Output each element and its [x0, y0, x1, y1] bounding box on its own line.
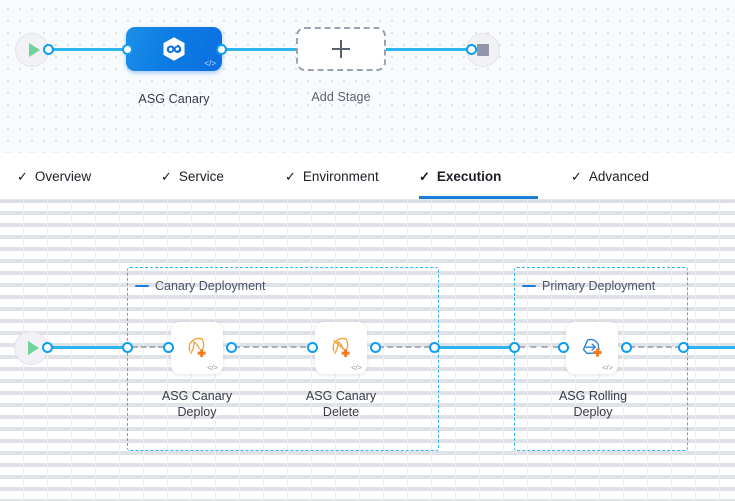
canary-group-output-port[interactable] — [429, 342, 440, 353]
step-3-input-port[interactable] — [558, 342, 569, 353]
step-label-line2: Deploy — [177, 405, 217, 419]
tab-execution-label: Execution — [436, 168, 502, 184]
step-1-input-port[interactable] — [163, 342, 174, 353]
check-icon: ✓ — [571, 168, 582, 184]
step-2-input-port[interactable] — [307, 342, 318, 353]
group-title-primary-deployment: Primary Deployment — [542, 279, 656, 293]
play-icon — [27, 341, 39, 355]
tab-overview-label: Overview — [34, 168, 92, 184]
stop-icon — [477, 44, 489, 56]
collapse-handle-icon[interactable] — [135, 284, 149, 288]
step-code-badge: </> — [351, 362, 362, 372]
step-code-badge: </> — [207, 362, 218, 372]
connector-start-to-stage — [48, 48, 130, 51]
asg-canary-deploy-icon — [188, 337, 206, 358]
step-label-line1: ASG Rolling — [558, 389, 628, 403]
check-icon: ✓ — [161, 168, 172, 184]
group-title-canary-deployment: Canary Deployment — [155, 279, 266, 293]
check-icon: ✓ — [285, 168, 296, 184]
step-code-badge: </> — [602, 362, 613, 372]
tab-environment-label: Environment — [302, 168, 379, 184]
step-label-line2: Deploy — [573, 405, 613, 419]
check-icon: ✓ — [419, 168, 430, 184]
asg-rolling-deploy-icon — [582, 338, 602, 357]
connector-add-to-end — [386, 48, 470, 51]
stage-output-port[interactable] — [216, 44, 227, 55]
tab-overview[interactable]: ✓ Overview — [17, 153, 109, 199]
add-stage-button[interactable] — [296, 27, 386, 71]
group-header-canary-deployment[interactable]: Canary Deployment — [135, 279, 265, 293]
step-label-asg-canary-deploy: ASG Canary Deploy — [137, 388, 257, 420]
stage-label-asg-canary: ASG Canary — [138, 92, 210, 106]
step-node-asg-canary-delete[interactable]: </> — [315, 322, 367, 374]
step-label-asg-canary-delete: ASG Canary Delete — [281, 388, 401, 420]
stage-node-asg-canary[interactable]: </> — [126, 27, 222, 71]
primary-group-input-port[interactable] — [509, 342, 520, 353]
step-1-output-port[interactable] — [226, 342, 237, 353]
step-label-line1: ASG Canary — [161, 389, 233, 403]
tab-service[interactable]: ✓ Service — [161, 153, 241, 199]
canary-group-input-port[interactable] — [122, 342, 133, 353]
step-label-asg-rolling-deploy: ASG Rolling Deploy — [533, 388, 653, 420]
step-node-asg-canary-deploy[interactable]: </> — [171, 322, 223, 374]
start-node-port[interactable] — [43, 44, 54, 55]
collapse-handle-icon[interactable] — [522, 284, 536, 288]
tab-environment[interactable]: ✓ Environment — [285, 153, 395, 199]
stage-input-port[interactable] — [122, 44, 133, 55]
connector-primary-group-outgoing — [683, 346, 735, 349]
step-3-output-port[interactable] — [621, 342, 632, 353]
asg-canary-delete-icon — [332, 337, 350, 358]
execution-canvas[interactable]: Canary Deployment </> — [0, 199, 735, 501]
step-2-output-port[interactable] — [370, 342, 381, 353]
step-label-line1: ASG Canary — [305, 389, 377, 403]
tab-execution[interactable]: ✓ Execution — [419, 153, 538, 199]
play-icon — [28, 43, 40, 57]
step-node-asg-rolling-deploy[interactable]: </> — [566, 322, 618, 374]
stage-code-badge: </> — [204, 59, 216, 68]
check-icon: ✓ — [17, 168, 28, 184]
stage-config-tabs: ✓ Overview ✓ Service ✓ Environment ✓ Exe… — [0, 153, 735, 200]
add-stage-label: Add Stage — [311, 90, 371, 104]
stage-canvas[interactable]: </> ASG Canary Add Stage — [0, 0, 735, 153]
connector-stage-to-add — [221, 48, 300, 51]
step-label-line2: Delete — [322, 405, 360, 419]
tab-advanced-label: Advanced — [588, 168, 649, 184]
execution-start-port[interactable] — [42, 342, 53, 353]
harness-hexagon-icon — [163, 37, 185, 61]
end-node-port[interactable] — [466, 44, 477, 55]
connector-canary-to-primary-group — [434, 346, 518, 349]
group-header-primary-deployment[interactable]: Primary Deployment — [522, 279, 655, 293]
tab-service-label: Service — [178, 168, 224, 184]
plus-icon — [331, 39, 351, 59]
tab-advanced[interactable]: ✓ Advanced — [571, 153, 671, 199]
connector-start-to-canary-group — [47, 346, 129, 349]
primary-group-output-port[interactable] — [678, 342, 689, 353]
